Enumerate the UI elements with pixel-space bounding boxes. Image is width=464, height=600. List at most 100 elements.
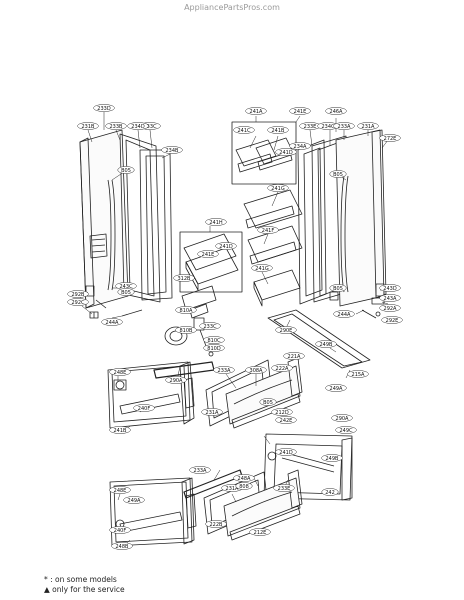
callout-bubble bbox=[329, 170, 347, 178]
callout-upper-drawer-1: 290A bbox=[165, 376, 187, 384]
callout-lower-drawer-15: 242 bbox=[321, 488, 339, 496]
callout-bubble bbox=[77, 122, 99, 130]
callout-part-number: 234C bbox=[321, 124, 335, 130]
callout-part-number: 249C bbox=[339, 428, 353, 434]
callout-bubble bbox=[117, 166, 135, 174]
callout-bubble bbox=[117, 288, 135, 296]
callout-center-bins-17: 233C bbox=[199, 322, 221, 330]
callout-bubble bbox=[245, 107, 267, 115]
callout-bubble bbox=[93, 104, 115, 112]
callout-part-number: 243A bbox=[384, 296, 398, 302]
callout-lower-drawer-7: 240F bbox=[109, 526, 131, 534]
callout-left-door-12: B05 bbox=[117, 288, 135, 296]
callout-center-bins-1: 241A bbox=[245, 107, 267, 115]
callout-part-number: 240F bbox=[114, 528, 127, 534]
callout-center-bins-12: 312B bbox=[173, 274, 195, 282]
callout-part-number: 241G bbox=[255, 266, 269, 272]
callout-upper-drawer-9: 290E bbox=[275, 326, 297, 334]
callout-part-number: 248E bbox=[114, 488, 127, 494]
callout-bubble bbox=[335, 426, 357, 434]
callout-upper-drawer-16: 222A bbox=[271, 364, 293, 372]
callout-bubble bbox=[245, 366, 267, 374]
callout-bubble bbox=[111, 542, 133, 550]
callout-bubble bbox=[199, 322, 221, 330]
left-door-assembly bbox=[79, 129, 173, 319]
callout-lower-drawer-1: 233A bbox=[189, 466, 211, 474]
callout-bubble bbox=[357, 122, 379, 130]
callout-part-number: 292E bbox=[386, 318, 399, 324]
callout-part-number: 241F bbox=[262, 228, 275, 234]
callout-bubble bbox=[271, 408, 293, 416]
callout-center-bins-4: 241E bbox=[289, 107, 311, 115]
callout-part-number: 292A bbox=[384, 306, 398, 312]
legend-note-service: ▲ only for the service bbox=[44, 585, 125, 595]
callout-right-door-13: 244A bbox=[333, 310, 355, 318]
callout-bubble bbox=[123, 496, 145, 504]
callout-bubble bbox=[379, 304, 401, 312]
callout-part-number: 241D bbox=[279, 150, 293, 156]
callout-part-number: 243C bbox=[119, 284, 133, 290]
callout-bubble bbox=[379, 284, 401, 292]
callout-part-number: 810C bbox=[207, 338, 221, 344]
callout-part-number: 290E bbox=[280, 328, 293, 334]
callout-part-number: 222B bbox=[210, 522, 224, 528]
callout-lower-drawer-8: 248B bbox=[111, 542, 133, 550]
callout-bubble bbox=[325, 384, 347, 392]
callout-part-number: 244A bbox=[106, 320, 120, 326]
callout-bubble bbox=[267, 184, 289, 192]
callout-part-number: 233A bbox=[218, 368, 232, 374]
callout-bubble bbox=[249, 528, 271, 536]
callout-right-door-12: 292E bbox=[381, 316, 403, 324]
callout-part-number: 312B bbox=[178, 276, 192, 282]
callout-upper-drawer-11: 290A bbox=[331, 414, 353, 422]
callout-bubble bbox=[67, 298, 89, 306]
callout-part-number: 233A bbox=[338, 124, 352, 130]
callout-part-number: 241H bbox=[209, 220, 223, 226]
callout-upper-drawer-13: 240F bbox=[133, 404, 155, 412]
callout-bubble bbox=[175, 306, 197, 314]
callout-left-door-6: 234B bbox=[161, 146, 183, 154]
callout-bubble bbox=[289, 107, 311, 115]
callout-part-number: 233D bbox=[97, 106, 111, 112]
callout-left-door-1: 233D bbox=[93, 104, 115, 112]
callout-part-number: 242 bbox=[325, 490, 335, 496]
callout-bubble bbox=[205, 218, 227, 226]
callout-bubble bbox=[233, 474, 255, 482]
callout-bubble bbox=[289, 142, 311, 150]
callout-part-number: 246A bbox=[330, 109, 344, 115]
callout-bubble bbox=[273, 484, 295, 492]
callout-part-number: 248E bbox=[114, 370, 127, 376]
callout-part-number: 292B bbox=[72, 292, 86, 298]
callout-lower-drawer-3: 248A bbox=[233, 474, 255, 482]
callout-bubble bbox=[175, 326, 197, 334]
callout-bubble bbox=[203, 336, 225, 344]
callout-center-bins-9: 241E bbox=[197, 250, 219, 258]
callout-bubble bbox=[109, 526, 131, 534]
callout-part-number: 290A bbox=[336, 416, 350, 422]
legend-note-models: * : on some models bbox=[44, 575, 117, 584]
callout-bubble bbox=[259, 398, 277, 406]
callout-right-door-10: 243A bbox=[379, 294, 401, 302]
callout-bubble bbox=[381, 316, 403, 324]
callout-part-number: 240F bbox=[138, 406, 151, 412]
callout-part-number: 241C bbox=[237, 128, 251, 134]
callout-left-door-9: 292B bbox=[67, 290, 89, 298]
callout-part-number: 241E bbox=[202, 252, 215, 258]
callout-lower-drawer-14: 249C bbox=[335, 426, 357, 434]
callout-upper-drawer-17: 231A bbox=[201, 408, 223, 416]
callout-upper-drawer-7: 215A bbox=[347, 370, 369, 378]
callout-left-door-7: B05 bbox=[117, 166, 135, 174]
callout-center-bins-5: 241D bbox=[275, 148, 297, 156]
callout-center-bins-6: 241G bbox=[267, 184, 289, 192]
callout-bubble bbox=[109, 486, 131, 494]
callout-right-door-11: 292A bbox=[379, 304, 401, 312]
callout-bubble bbox=[275, 148, 297, 156]
callout-part-number: 234D bbox=[131, 124, 145, 130]
callout-part-number: 810D bbox=[207, 346, 221, 352]
callout-part-number: 221A bbox=[288, 354, 302, 360]
callout-bubble bbox=[189, 466, 211, 474]
callout-part-number: 212E bbox=[254, 530, 267, 536]
callout-bubble bbox=[315, 340, 337, 348]
callout-part-number: 308A bbox=[250, 368, 264, 374]
callout-part-number: 249B bbox=[320, 342, 334, 348]
